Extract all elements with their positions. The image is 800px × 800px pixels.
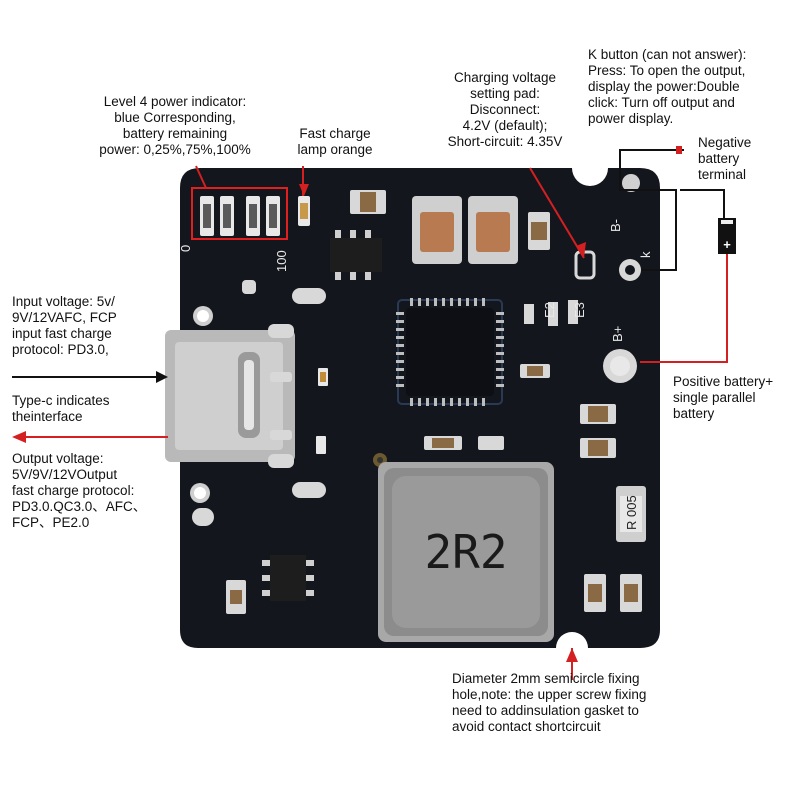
label-positive-battery: Positive battery+ single parallel batter… [673,374,774,421]
battery-symbol [718,218,736,254]
label-negative-terminal: Negative battery terminal [698,135,752,182]
silk-e3: E3 [572,302,587,318]
silk-zero: 0 [178,245,193,252]
label-output-voltage: Output voltage: 5V/9V/12VOutput fast cha… [12,451,147,530]
label-fast-charge-lamp: Fast charge lamp orange [297,126,373,157]
label-type-c: Type-c indicates theinterface [12,393,110,424]
silk-e2: E2 [542,302,557,318]
label-k-button: K button (can not answer): Press: To ope… [588,47,747,126]
power-led-row [200,196,280,236]
silk-resistor: R 005 [624,495,639,530]
svg-text:+: + [723,237,731,252]
label-fixing-hole: Diameter 2mm semicircle fixing hole,note… [452,671,647,734]
label-input-voltage: Input voltage: 5v/ 9V/12VAFC, FCP input … [12,294,117,357]
inductor-2r2: 2R2 [378,462,554,642]
silk-hundred: 100 [274,250,289,272]
label-power-indicator: Level 4 power indicator: blue Correspond… [99,94,251,157]
leader-lines [12,146,728,680]
inductor-label: 2R2 [424,525,507,579]
silk-b-plus: B+ [610,326,625,342]
silk-b-minus: B- [608,219,623,232]
label-charging-voltage: Charging voltage setting pad: Disconnect… [447,70,563,149]
silk-k: k [638,251,653,258]
main-ic [396,298,504,406]
led-highlight-box [191,187,288,240]
